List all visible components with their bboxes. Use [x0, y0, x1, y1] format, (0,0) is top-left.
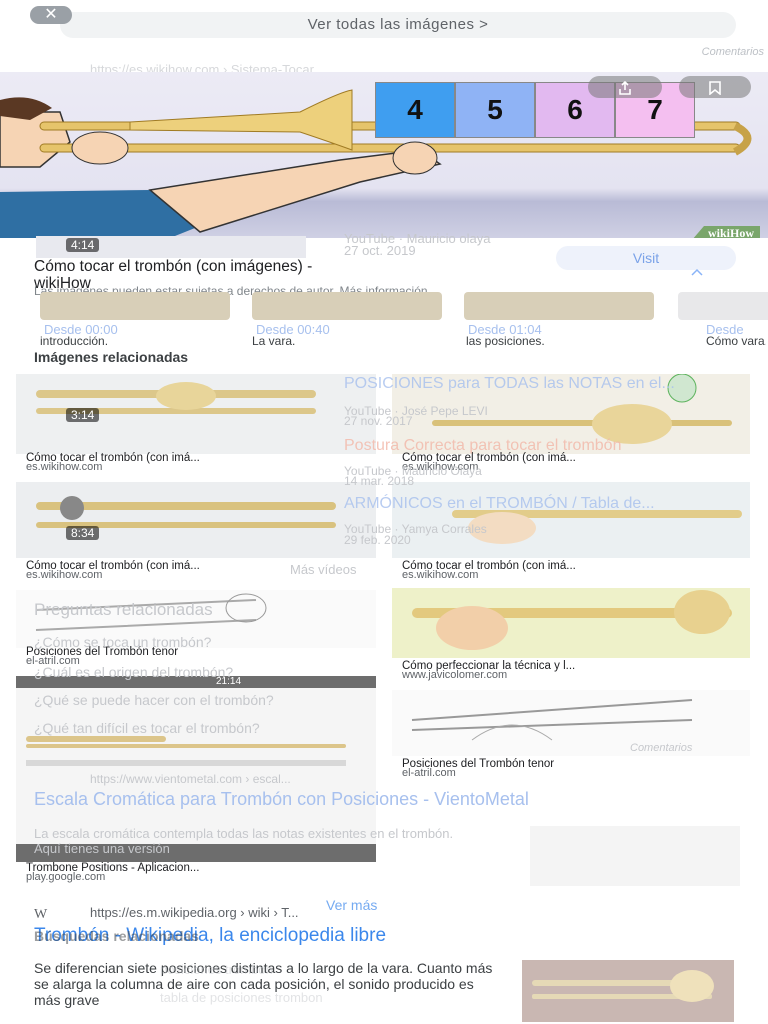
- visit-button[interactable]: Visit: [556, 246, 736, 270]
- chapter-thumb-1[interactable]: [40, 292, 230, 320]
- related-caption-3: Cómo tocar el trombón (con imá...: [26, 560, 200, 572]
- chapter-caption-2: La vara.: [252, 334, 296, 348]
- related-source-2: es.wikihow.com: [402, 461, 479, 473]
- ghost-questions-heading: Preguntas relacionadas: [34, 600, 213, 619]
- ghost-video-date-2: 14 mar. 2018: [344, 474, 415, 488]
- chapter-thumb-2[interactable]: [252, 292, 442, 320]
- chapter-time-4: Desde: [706, 322, 744, 337]
- related-image-7[interactable]: 21:14: [16, 676, 376, 862]
- ghost-search-1: posiciones trombon: [160, 962, 273, 977]
- result-title[interactable]: Cómo tocar el trombón (con imágenes) - w…: [34, 258, 313, 292]
- related-images-heading: Imágenes relacionadas: [34, 349, 189, 365]
- hero-image[interactable]: 4 5 6 7 wikiHow: [0, 72, 768, 238]
- related-source-1: es.wikihow.com: [26, 461, 103, 473]
- chapter-caption-4: Cómo vara.: [706, 334, 766, 348]
- wiki-url[interactable]: https://es.m.wikipedia.org › wiki › T...: [90, 905, 299, 920]
- position-number-4: 4: [375, 82, 455, 138]
- ghost-more-videos: Más vídeos: [290, 562, 357, 577]
- video-date: 27 oct. 2019: [344, 243, 416, 258]
- related-caption-5: Posiciones del Trombón tenor: [26, 646, 179, 658]
- related-source-4: es.wikihow.com: [402, 569, 479, 581]
- related-caption-8: Posiciones del Trombón tenor: [402, 758, 555, 770]
- related-caption-6: Cómo perfeccionar la técnica y l...: [402, 660, 576, 672]
- video-chapters-row: [34, 292, 768, 322]
- share-icon[interactable]: [588, 76, 662, 98]
- related-image-8[interactable]: [392, 690, 750, 756]
- ghost-video-title-1: POSICIONES para TODAS las NOTAS en el...: [344, 375, 675, 392]
- ghost-result-thumb: [530, 826, 740, 886]
- chevron-up-icon[interactable]: [690, 264, 704, 276]
- related-image-6[interactable]: [392, 588, 750, 658]
- chapter-caption-1: introducción.: [40, 334, 109, 348]
- ghost-video-meta-2: YouTube · Mauricio Olaya: [344, 464, 482, 478]
- related-caption-1: Cómo tocar el trombón (con imá...: [26, 452, 200, 464]
- ghost-searches-heading: Búsquedas relacionadas: [34, 928, 199, 944]
- ghost-question-2: ¿Cuál es el origen del trombón?: [34, 664, 234, 680]
- trombone-illustration: [0, 89, 752, 238]
- chapter-caption-3: las posiciones.: [466, 334, 545, 348]
- related-image-5[interactable]: [16, 590, 376, 648]
- chapter-time-1: Desde 00:00: [44, 322, 118, 337]
- wikipedia-logo-icon: W: [34, 907, 48, 922]
- ghost-video-title-3: ARMÓNICOS en el TROMBÓN / Tabla de...: [344, 495, 655, 512]
- position-number-5: 5: [455, 82, 535, 138]
- wiki-title[interactable]: Trombón - Wikipedia, la enciclopedia lib…: [34, 925, 387, 946]
- bookmark-icon[interactable]: [679, 76, 751, 98]
- feedback-link[interactable]: Comentarios: [701, 46, 764, 58]
- ghost-search-2: tabla de posiciones trombon: [160, 990, 323, 1005]
- ghost-video-date-3: 29 feb. 2020: [344, 533, 411, 547]
- related-image-2[interactable]: [392, 374, 750, 454]
- related-source-3: es.wikihow.com: [26, 569, 103, 581]
- related-image-3[interactable]: 8:34: [16, 482, 376, 558]
- ghost-result-url: https://www.vientometal.com › escal...: [90, 772, 291, 786]
- chapter-thumb-4[interactable]: [678, 292, 768, 320]
- view-all-images-button[interactable]: Ver todas las imágenes >: [60, 12, 736, 38]
- ghost-result-snippet: La escala cromática contempla todas las …: [34, 826, 454, 856]
- ghost-question-1: ¿Cómo se toca un trombón?: [34, 634, 212, 650]
- video-duration: 3:14: [66, 408, 100, 422]
- video-source: YouTube · Mauricio olaya: [344, 231, 491, 246]
- ghost-feedback: Comentarios: [630, 742, 693, 754]
- related-image-1[interactable]: 3:14: [16, 374, 376, 454]
- wikihow-watermark: wikiHow: [691, 226, 760, 238]
- chapter-time-3: Desde 01:04: [468, 322, 542, 337]
- related-caption-4: Cómo tocar el trombón (con imá...: [402, 560, 576, 572]
- related-caption-7: Trombone Positions - Aplicacion...: [26, 862, 200, 874]
- ver-mas-link[interactable]: Ver más: [326, 897, 378, 913]
- ghost-result-title: Escala Cromática para Trombón con Posici…: [34, 789, 529, 809]
- related-caption-2: Cómo tocar el trombón (con imá...: [402, 452, 576, 464]
- video-thumb-strip[interactable]: 4:14: [36, 236, 306, 258]
- wiki-thumbnail[interactable]: [522, 960, 734, 1022]
- ghost-video-title-2: Postura Correcta para tocar el trombón: [344, 437, 622, 454]
- video-duration: 8:34: [66, 526, 100, 540]
- ghost-video-date-1: 27 nov. 2017: [344, 414, 413, 428]
- ghost-question-3: ¿Qué se puede hacer con el trombón?: [34, 692, 274, 708]
- related-source-5: el-atril.com: [26, 655, 80, 667]
- video-duration: 4:14: [66, 238, 100, 252]
- ghost-video-meta-1: YouTube · José Pepe LEVI: [344, 404, 488, 418]
- chapter-thumb-3[interactable]: [464, 292, 654, 320]
- related-source-7: play.google.com: [26, 871, 106, 883]
- wiki-snippet: Se diferencian siete posiciones distinta…: [34, 960, 493, 1008]
- app-status-bar: 21:14: [16, 676, 376, 688]
- close-icon[interactable]: ✕: [30, 6, 72, 24]
- related-image-4[interactable]: [392, 482, 750, 558]
- related-source-6: www.javicolomer.com: [402, 669, 508, 681]
- ghost-question-4: ¿Qué tan difícil es tocar el trombón?: [34, 720, 260, 736]
- related-source-8: el-atril.com: [402, 767, 456, 779]
- ghost-video-meta-3: YouTube · Yamya Corrales: [344, 522, 487, 536]
- chapter-time-2: Desde 00:40: [256, 322, 330, 337]
